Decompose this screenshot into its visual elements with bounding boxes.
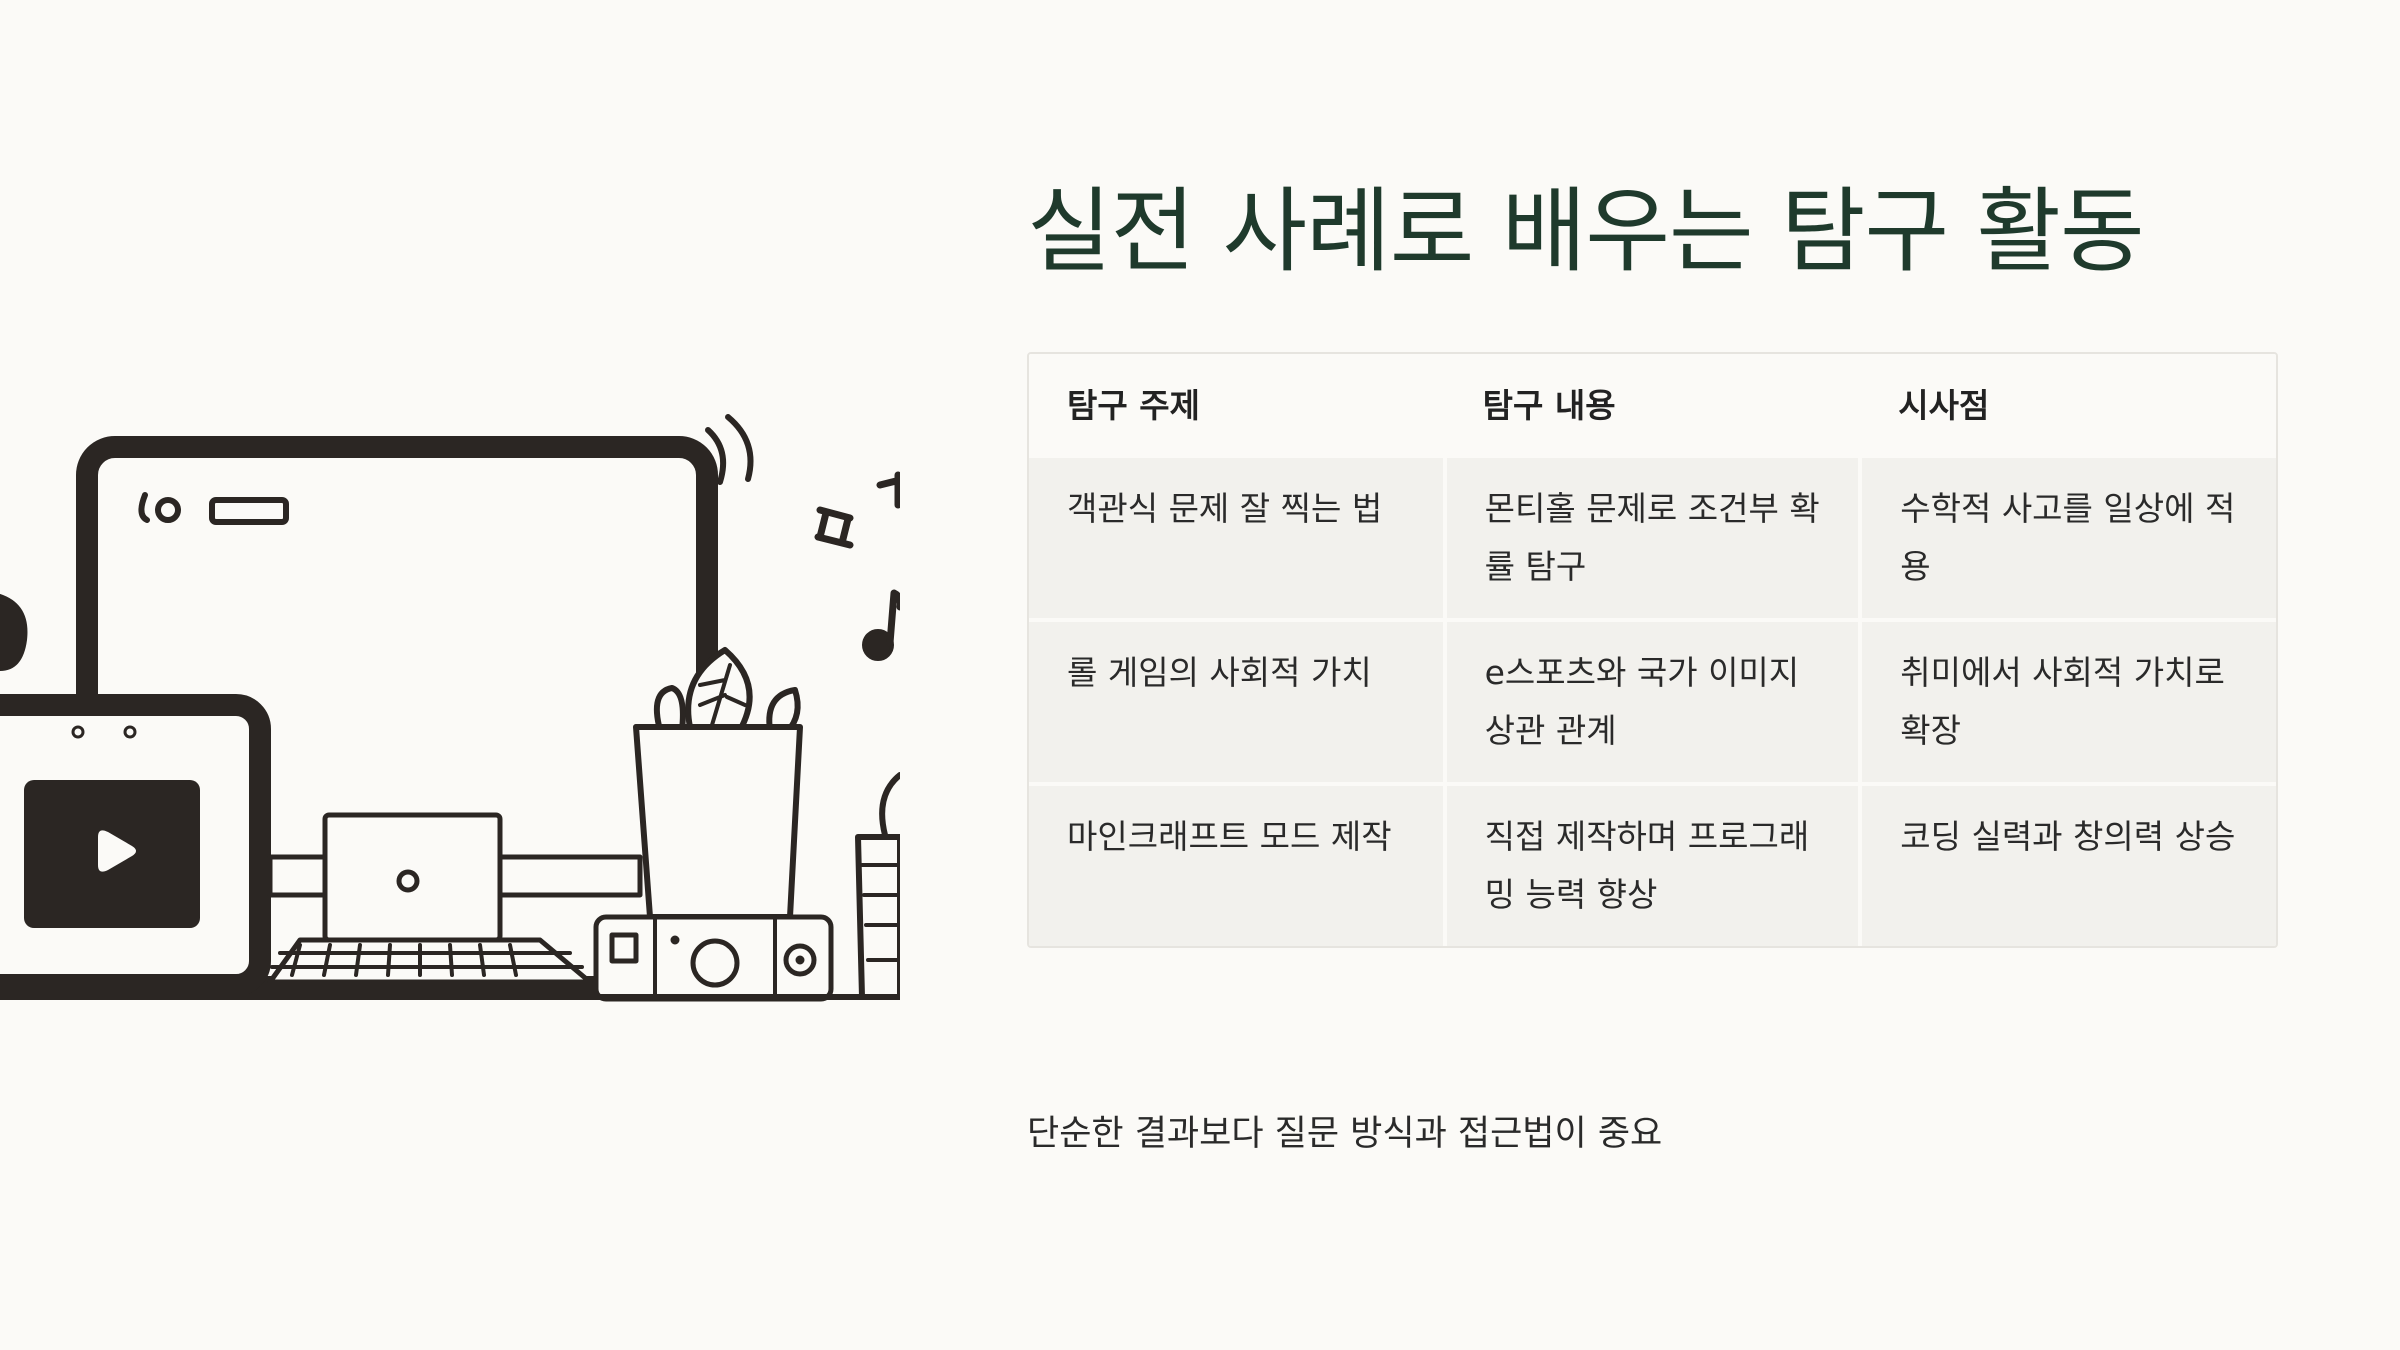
inquiry-table: 탐구 주제 탐구 내용 시사점 객관식 문제 잘 찍는 법 몬티홀 문제로 조건…: [1027, 352, 2278, 948]
cell-content: 직접 제작하며 프로그래밍 능력 향상: [1442, 782, 1861, 946]
header-implication: 시사점: [1860, 354, 2276, 458]
laptop-icon: [267, 812, 593, 985]
table-header-row: 탐구 주제 탐구 내용 시사점: [1029, 354, 2276, 458]
speaker-waves-icon: [705, 414, 754, 485]
cell-content: 몬티홀 문제로 조건부 확률 탐구: [1442, 458, 1861, 620]
play-icon: [98, 830, 136, 872]
cell-implication: 코딩 실력과 창의력 상승: [1858, 782, 2276, 946]
header-content: 탐구 내용: [1444, 354, 1861, 458]
header-topic: 탐구 주제: [1029, 354, 1445, 458]
footer-note: 단순한 결과보다 질문 방식과 접근법이 중요: [1027, 1114, 1663, 1154]
desk-illustration: [0, 405, 900, 1005]
cell-content: e스포츠와 국가 이미지 상관 관계: [1442, 618, 1861, 784]
table-row: 객관식 문제 잘 찍는 법 몬티홀 문제로 조건부 확률 탐구 수학적 사고를 …: [1029, 458, 2276, 620]
cell-implication: 수학적 사고를 일상에 적용: [1858, 458, 2276, 620]
table-row: 마인크래프트 모드 제작 직접 제작하며 프로그래밍 능력 향상 코딩 실력과 …: [1029, 782, 2276, 946]
cell-implication: 취미에서 사회적 가치로 확장: [1858, 618, 2276, 784]
cell-topic: 마인크래프트 모드 제작: [1029, 782, 1445, 946]
cell-topic: 객관식 문제 잘 찍는 법: [1029, 458, 1445, 620]
tablet-icon: [0, 694, 271, 996]
plant-icon: [633, 647, 803, 920]
music-note-icon: [814, 471, 900, 661]
camera-icon: [593, 914, 834, 1002]
cell-topic: 롤 게임의 사회적 가치: [1029, 618, 1445, 784]
slide-title: 실전 사례로 배우는 탐구 활동: [1027, 178, 2145, 285]
keyboard-icon: [270, 943, 584, 977]
table-row: 롤 게임의 사회적 가치 e스포츠와 국가 이미지 상관 관계 취미에서 사회적…: [1029, 618, 2276, 784]
